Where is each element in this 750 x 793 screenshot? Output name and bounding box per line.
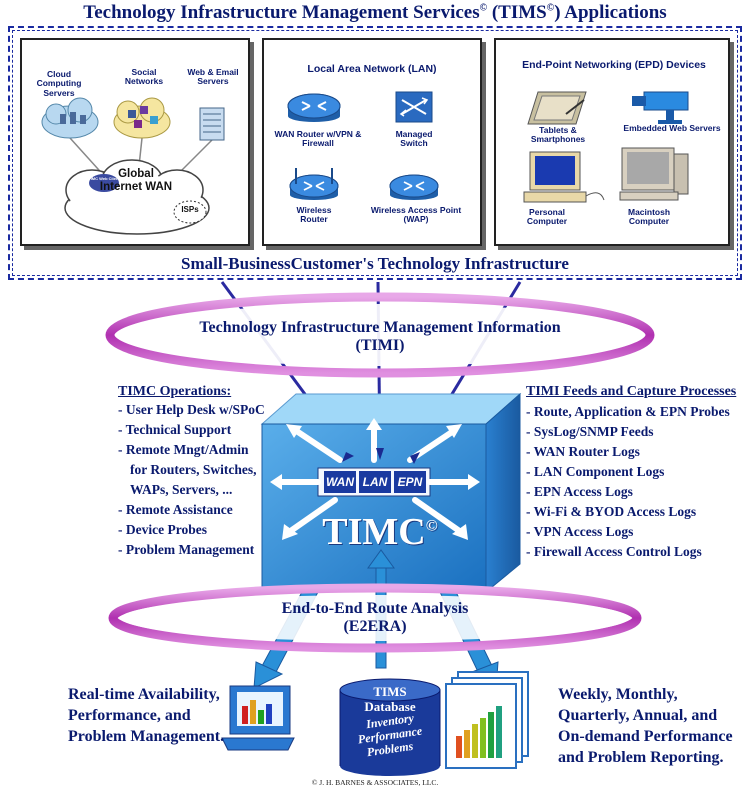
wireless-router-label: Wireless Router bbox=[296, 205, 332, 225]
epn-box-label: EPN bbox=[397, 475, 423, 489]
mac-label: Macintosh Computer bbox=[627, 207, 671, 227]
list-item: - Remote Mngt/Admin bbox=[118, 442, 249, 457]
lan-panel: Local Area Network (LAN) WAN Router w/VP… bbox=[262, 38, 482, 246]
wan-router-icon bbox=[287, 93, 341, 122]
macintosh-computer-icon bbox=[619, 147, 689, 201]
feeds-panel: TIMI Feeds and Capture Processes - Route… bbox=[526, 384, 736, 562]
database-label: TIMS Database Inventory Performance Prob… bbox=[357, 684, 423, 760]
infrastructure-caption: Small-BusinessCustomer's Technology Infr… bbox=[181, 254, 569, 273]
cloud-servers-icon bbox=[41, 97, 99, 139]
wan-router-label: WAN Router w/VPN & Firewall bbox=[274, 129, 362, 149]
lan-box-label: LAN bbox=[362, 475, 388, 489]
lan-title: Local Area Network (LAN) bbox=[307, 63, 437, 75]
infrastructure-frame bbox=[8, 26, 742, 280]
wireless-access-point-icon bbox=[389, 174, 439, 200]
timc-cube bbox=[260, 392, 522, 594]
list-item: - Remote Assistance bbox=[118, 502, 233, 517]
web-email-servers-icon bbox=[199, 107, 225, 141]
managed-switch-label: Managed Switch bbox=[395, 129, 433, 149]
list-item: - SysLog/SNMP Feeds bbox=[526, 424, 654, 439]
wan-panel: Cloud Computing Servers Social Networks … bbox=[20, 38, 250, 246]
list-item: - Device Probes bbox=[118, 522, 207, 537]
isps-label: ISPs bbox=[181, 205, 199, 214]
social-networks-icon bbox=[113, 97, 171, 139]
social-networks-label: Social Networks bbox=[124, 67, 164, 87]
cloud-servers-label: Cloud Computing Servers bbox=[36, 69, 82, 98]
operations-heading: TIMC Operations: bbox=[118, 384, 232, 399]
list-item: - LAN Component Logs bbox=[526, 464, 665, 479]
timi-label: Technology Infrastructure Management Inf… bbox=[199, 319, 561, 355]
list-item: - VPN Access Logs bbox=[526, 524, 634, 539]
list-item: - Technical Support bbox=[118, 422, 232, 437]
operations-list: - User Help Desk w/SPoC - Technical Supp… bbox=[118, 400, 265, 560]
list-item: - User Help Desk w/SPoC bbox=[118, 402, 265, 417]
tablets-label: Tablets & Smartphones bbox=[530, 125, 586, 145]
list-item: - Firewall Access Control Logs bbox=[526, 544, 702, 559]
list-item: for Routers, Switches, bbox=[130, 462, 257, 477]
list-item: WAPs, Servers, ... bbox=[130, 482, 233, 497]
personal-computer-icon bbox=[523, 151, 605, 203]
realtime-text: Real-time Availability, Performance, and… bbox=[68, 686, 225, 745]
list-item: - Problem Management bbox=[118, 542, 255, 557]
copyright-footer: © J. H. BARNES & ASSOCIATES, LLC. bbox=[311, 778, 439, 787]
tablet-icon bbox=[527, 91, 587, 125]
web-email-label: Web & Email Servers bbox=[187, 67, 239, 87]
timc-web-client-label: TIMC Web Client bbox=[88, 176, 120, 181]
wan-box-label: WAN bbox=[326, 475, 354, 489]
monitor-chart-icon bbox=[221, 685, 295, 751]
embedded-web-server-icon bbox=[632, 91, 689, 124]
global-internet-label: Global Internet WAN bbox=[99, 168, 173, 193]
database-icon bbox=[339, 678, 441, 776]
infrastructure-frame-inner bbox=[12, 30, 738, 276]
managed-switch-icon bbox=[395, 91, 433, 123]
e2era-ring bbox=[108, 583, 642, 653]
epd-panel: End-Point Networking (EPD) Devices Table… bbox=[494, 38, 730, 246]
list-item: - Wi-Fi & BYOD Access Logs bbox=[526, 504, 697, 519]
list-item: - Route, Application & EPN Probes bbox=[526, 404, 730, 419]
pc-label: Personal Computer bbox=[526, 207, 568, 227]
epd-title: End-Point Networking (EPD) Devices bbox=[522, 59, 706, 71]
feeds-list: - Route, Application & EPN Probes - SysL… bbox=[526, 402, 736, 562]
embedded-label: Embedded Web Servers bbox=[623, 123, 721, 133]
wireless-router-icon bbox=[289, 168, 339, 200]
feeds-heading: TIMI Feeds and Capture Processes bbox=[526, 384, 737, 399]
list-item: - WAN Router Logs bbox=[526, 444, 640, 459]
e2era-label: End-to-End Route Analysis (E2ERA) bbox=[281, 600, 469, 636]
wap-label: Wireless Access Point (WAP) bbox=[370, 205, 462, 225]
operations-panel: TIMC Operations: - User Help Desk w/SPoC… bbox=[118, 384, 265, 560]
timc-label: TIMC© bbox=[322, 511, 438, 553]
global-internet-cloud-icon bbox=[64, 159, 210, 235]
timi-ring bbox=[105, 292, 655, 378]
page-title: Technology Infrastructure Management Ser… bbox=[83, 2, 667, 23]
report-stack-icon bbox=[445, 671, 529, 769]
reporting-text: Weekly, Monthly, Quarterly, Annual, and … bbox=[558, 686, 733, 766]
list-item: - EPN Access Logs bbox=[526, 484, 633, 499]
